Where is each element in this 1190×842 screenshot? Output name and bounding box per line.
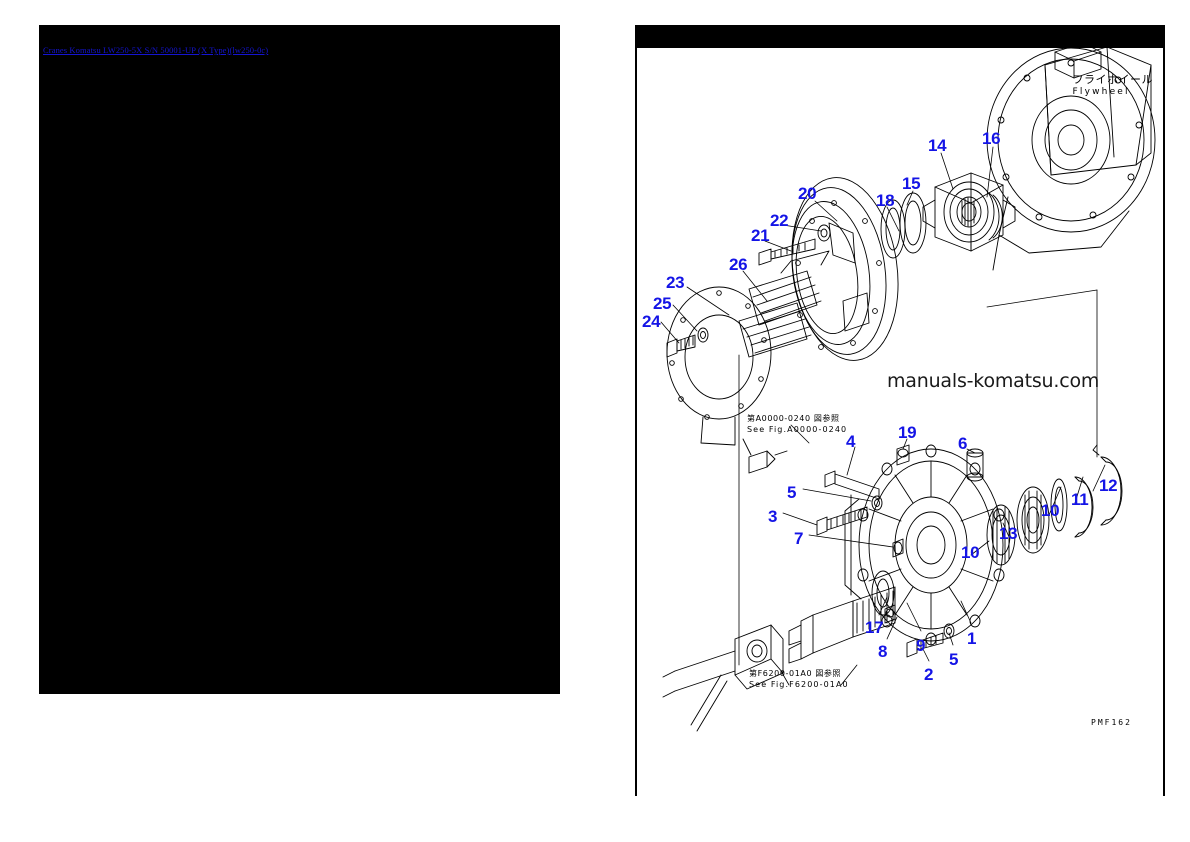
- spacer-rings: [880, 192, 927, 259]
- callout-number: 20: [798, 184, 817, 203]
- callout-number: 2: [924, 665, 934, 684]
- callout-number: 14: [928, 136, 947, 155]
- washer-25: [697, 327, 709, 343]
- callout-number: 10: [1041, 501, 1060, 520]
- page-border-left: [635, 47, 637, 796]
- figure-reference-f6200-01a0: 第F6200-01A0 図参照 See Fig.F6200-01A0: [749, 668, 849, 690]
- callout-number: 18: [876, 191, 895, 210]
- callout-number: 1: [967, 629, 977, 648]
- fastener-7: [892, 538, 904, 558]
- bracket-a0000: [742, 438, 788, 474]
- catalog-title-link[interactable]: Cranes Komatsu LW250-5X S/N 50001-UP (X …: [43, 45, 269, 55]
- callout-number: 16: [982, 129, 1001, 148]
- fastener-4: [824, 470, 880, 500]
- pilot-bearing-carrier: [922, 172, 1016, 252]
- bolt-24: [666, 334, 696, 358]
- callout-number: 3: [768, 507, 778, 526]
- watermark-text: manuals-komatsu.com: [887, 370, 1100, 392]
- callout-number: 19: [898, 423, 917, 442]
- callout-number: 5: [949, 650, 959, 669]
- callout-number: 17: [865, 618, 884, 637]
- drive-coupling-plate: [791, 177, 899, 361]
- washer-5-lower: [943, 623, 955, 639]
- figure-reference-f6200-01a0-japanese: 第F6200-01A0 図参照: [749, 669, 842, 678]
- callout-number: 24: [642, 312, 661, 331]
- drive-shaft-yoke-9: [662, 586, 896, 732]
- page-top-black-band: [635, 25, 1165, 48]
- flywheel-housing: [986, 42, 1156, 271]
- drawing-code-label: PMF162: [1091, 718, 1132, 727]
- figure-title-english: Flywheel: [1072, 87, 1130, 97]
- fastener-8: [884, 604, 896, 624]
- washer-5-upper: [871, 495, 883, 511]
- parts-drawing-panel: フライホイール Flywheel manuals-komatsu.com 第A0…: [631, 25, 1165, 796]
- damper-spring-pack: [738, 250, 830, 358]
- callout-number: 4: [846, 432, 856, 451]
- drawing-boundary-line: [738, 289, 1098, 666]
- callout-number: 6: [958, 434, 968, 453]
- callout-number: 9: [916, 636, 926, 655]
- callout-number: 15: [902, 174, 921, 193]
- figure-reference-a0000-0240-japanese: 第A0000-0240 図参照: [747, 414, 840, 423]
- left-preview-panel: Cranes Komatsu LW250-5X S/N 50001-UP (X …: [39, 25, 560, 694]
- oil-filler-boss-6: [966, 448, 984, 482]
- callout-number: 22: [770, 211, 789, 230]
- callout-number: 23: [666, 273, 685, 292]
- callout-number: 21: [751, 226, 770, 245]
- figure-reference-f6200-01a0-english: See Fig.F6200-01A0: [749, 680, 849, 689]
- callout-number: 12: [1099, 476, 1118, 495]
- callout-number: 25: [653, 294, 672, 313]
- washer-21: [817, 224, 831, 242]
- fastener-3: [816, 506, 868, 536]
- coupling-bolt-22: [758, 238, 816, 266]
- fastener-2: [906, 632, 944, 658]
- callout-number: 8: [878, 642, 888, 661]
- callout-number: 26: [729, 255, 748, 274]
- callout-number: 13: [999, 524, 1018, 543]
- figure-title-japanese: フライホイール: [1072, 73, 1153, 86]
- page-border-right: [1163, 47, 1165, 796]
- callout-leader-lines: [660, 146, 1106, 686]
- figure-reference-a0000-0240-english: See Fig.A0000-0240: [747, 425, 848, 434]
- exploded-assembly-drawing: [631, 25, 1165, 796]
- callout-number: 5: [787, 483, 797, 502]
- callout-number: 7: [794, 529, 804, 548]
- figure-reference-a0000-0240: 第A0000-0240 図参照 See Fig.A0000-0240: [747, 413, 847, 435]
- figure-title-block: フライホイール Flywheel: [1073, 73, 1154, 98]
- callout-number: 11: [1071, 490, 1089, 509]
- callout-number: 10: [961, 543, 980, 562]
